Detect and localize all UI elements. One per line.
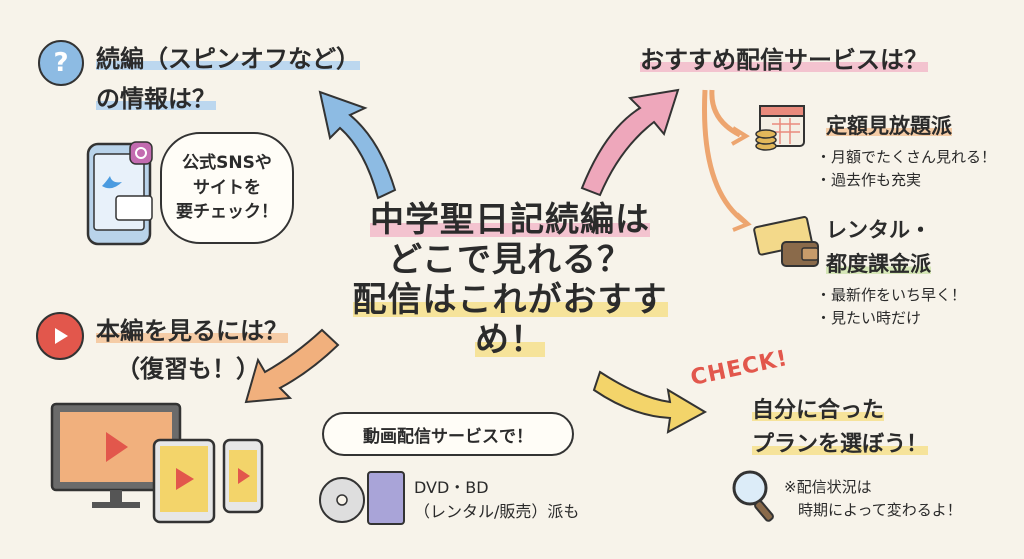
sequel-bubble-line3: 要チェック！ [176, 202, 278, 223]
sequel-bubble: 公式SNSや サイトを 要チェック！ [160, 132, 294, 244]
magnifier-icon [732, 470, 774, 522]
rental-title: レンタル・ 都度課金派 [826, 214, 931, 281]
play-icon [36, 312, 84, 360]
services-title-text: おすすめ配信サービスは？ [640, 46, 928, 74]
rental-title-line2: 都度課金派 [826, 251, 931, 276]
main-story-title-line1: 本編を見るには？ [96, 317, 288, 345]
rental-title-line1: レンタル・ [826, 218, 931, 242]
devices-icon [50, 402, 264, 524]
subscription-title: 定額見放題派 [826, 110, 952, 140]
check-title-line2: プランを選ぼう！ [752, 432, 929, 458]
streaming-bubble: 動画配信サービスで！ [322, 412, 574, 456]
center-title-line3: 配信はこれがおすすめ！ [352, 280, 668, 361]
ticket-wallet-icon [753, 216, 819, 267]
main-story-title: 本編を見るには？ （復習も！） [96, 312, 288, 389]
dvd-text: DVD・BD （レンタル/販売）派も [414, 476, 579, 524]
subscription-points: ・月額でたくさん見れる！ ・過去作も充実 [816, 146, 996, 193]
streaming-bubble-text: 動画配信サービスで！ [363, 426, 533, 447]
check-note: ※配信状況は 時期によって変わるよ！ [784, 476, 962, 521]
arrow-to-main-story [244, 328, 340, 404]
rental-points: ・最新作をいち早く！ ・見たい時だけ [816, 284, 966, 331]
check-title-line1: 自分に合った [752, 398, 885, 423]
branch-line-subscription [709, 89, 742, 138]
main-story-title-line2: （復習も！） [116, 355, 260, 384]
center-title: 中学聖日記続編は どこで見れる？ 配信はこれがおすすめ！ [330, 200, 690, 361]
dvd-text-line2: （レンタル/販売）派も [414, 502, 580, 521]
subscription-title-text: 定額見放題派 [826, 114, 952, 138]
rental-point-1: ・最新作をいち早く！ [816, 286, 967, 304]
dvd-text-line1: DVD・BD [414, 478, 489, 497]
check-title: 自分に合った プランを選ぼう！ [752, 394, 929, 462]
disc-case-icon [319, 471, 405, 525]
sequel-bubble-line1: 公式SNSや [182, 153, 272, 174]
branch-line-rental [702, 89, 747, 225]
smartphone-sns-icon [86, 141, 153, 246]
question-icon: ? [38, 40, 84, 86]
check-note-line2: 時期によって変わるよ！ [798, 500, 962, 519]
subscription-point-2: ・過去作も充実 [816, 171, 922, 190]
center-title-line1: 中学聖日記続編は [370, 200, 650, 240]
sequel-title: 続編（スピンオフなど） の情報は？ [96, 40, 360, 119]
center-title-line2: どこで見れる？ [388, 240, 632, 281]
sequel-title-line1: 続編（スピンオフなど） [96, 45, 360, 73]
arrow-to-check [592, 370, 708, 434]
arrow-to-services [580, 88, 680, 197]
sequel-bubble-line2: サイトを [193, 177, 261, 198]
subscription-point-1: ・月額でたくさん見れる！ [816, 148, 997, 166]
check-note-line1: ※配信状況は [784, 478, 872, 496]
calendar-coins-icon [755, 105, 805, 151]
rental-point-2: ・見たい時だけ [816, 309, 922, 328]
arrow-to-sequel [318, 90, 397, 200]
services-title: おすすめ配信サービスは？ [640, 40, 928, 75]
sequel-title-line2: の情報は？ [96, 84, 216, 113]
